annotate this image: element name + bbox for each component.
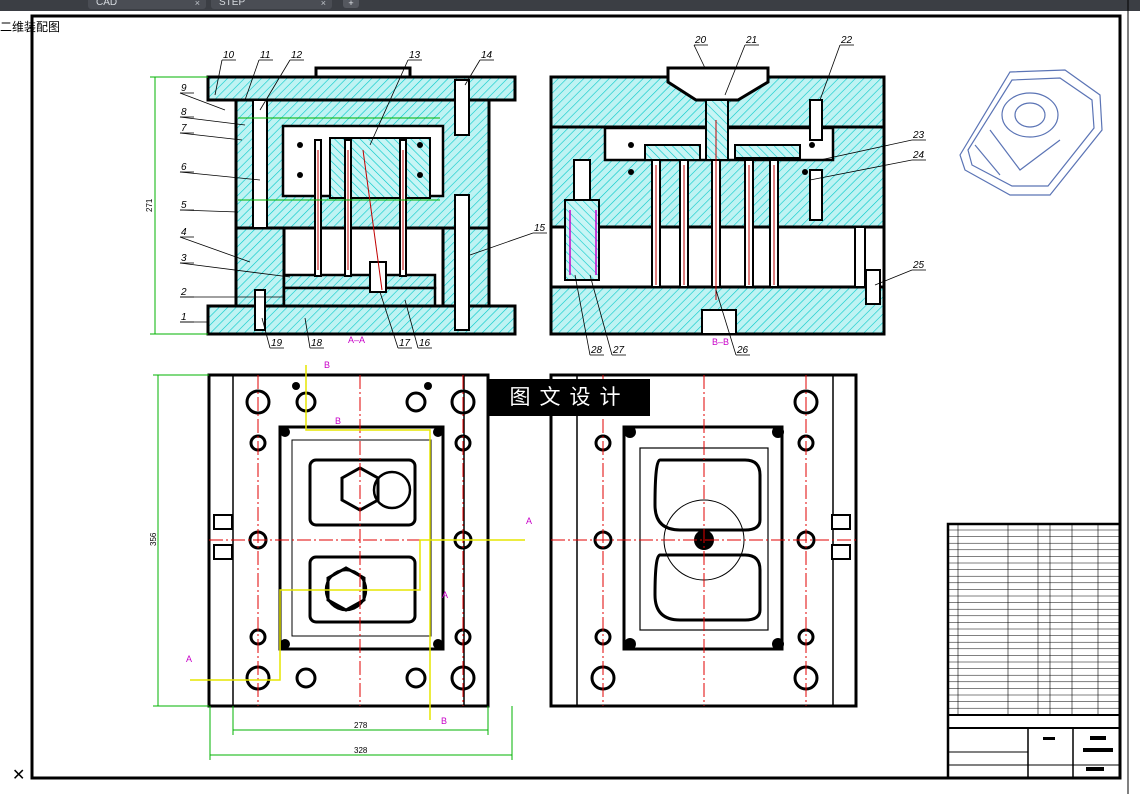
leader-number: 23 <box>912 130 925 141</box>
leader-number: 6 <box>181 162 187 173</box>
view-title: 二维装配图 <box>0 20 61 34</box>
leader-number: 3 <box>181 253 187 264</box>
leader-number: 17 <box>399 338 411 349</box>
leader-2: 2 <box>180 287 285 298</box>
leader-23: 23 <box>819 130 926 161</box>
leader-24: 24 <box>809 150 926 181</box>
leader-number: 25 <box>912 260 925 271</box>
leader-19: 19 <box>261 317 284 349</box>
leader-number: 12 <box>291 50 303 61</box>
leader-number: 14 <box>481 50 493 61</box>
leader-number: 19 <box>271 338 283 349</box>
leader-number: 13 <box>409 50 421 61</box>
leader-13: 13 <box>369 50 422 146</box>
leader-6: 6 <box>179 162 261 181</box>
close-icon[interactable]: × <box>194 0 200 8</box>
leader-number: 21 <box>745 35 757 46</box>
plan-view-left <box>153 365 525 760</box>
leader-number: 7 <box>181 123 187 134</box>
tab-cad-label: CAD <box>96 0 118 8</box>
tab-step[interactable]: STEP × <box>211 0 332 9</box>
tab-cad[interactable]: CAD × <box>88 0 206 9</box>
leader-18: 18 <box>304 317 324 349</box>
section-marker-a: A <box>526 516 532 526</box>
leader-number: 28 <box>590 345 603 356</box>
leader-4: 4 <box>179 227 251 263</box>
leader-27: 27 <box>589 274 626 356</box>
leader-12: 12 <box>259 50 304 111</box>
section-marker-b: B <box>324 360 330 370</box>
dim-width-inner: 278 <box>354 721 368 730</box>
plan-view-right <box>549 373 858 708</box>
dim-width-outer: 328 <box>354 746 368 755</box>
leader-number: 20 <box>694 35 707 46</box>
tab-step-label: STEP <box>219 0 246 8</box>
tab-bar: CAD × STEP × + <box>0 0 1140 11</box>
watermark: 图文设计 <box>489 379 650 416</box>
leader-7: 7 <box>179 123 243 141</box>
leader-17: 17 <box>379 291 412 349</box>
leader-21: 21 <box>724 35 759 96</box>
title-block <box>946 522 1122 780</box>
leader-number: 1 <box>181 312 187 323</box>
leader-number: 9 <box>181 83 187 94</box>
leader-number: 18 <box>311 338 323 349</box>
new-tab-button[interactable]: + <box>343 0 359 8</box>
leader-number: 24 <box>912 150 925 161</box>
leader-3: 3 <box>179 253 291 278</box>
ucs-x-icon: ✕ <box>12 767 26 784</box>
leader-number: 27 <box>612 345 625 356</box>
dim-height-plan: 356 <box>149 532 158 546</box>
leader-8: 8 <box>179 107 246 126</box>
leader-5: 5 <box>179 200 239 213</box>
section-label-bb: B–B <box>712 337 729 347</box>
section-marker-a: A <box>442 590 448 600</box>
leader-11: 11 <box>244 50 273 101</box>
section-a-a-view <box>150 66 517 336</box>
dim-height-front: 271 <box>145 198 154 212</box>
leader-number: 15 <box>534 223 546 234</box>
leader-25: 25 <box>874 260 926 286</box>
section-label-aa: A–A <box>348 335 365 345</box>
leader-number: 2 <box>180 287 187 298</box>
leader-15: 15 <box>469 223 547 256</box>
section-b-b-view <box>549 66 886 336</box>
leader-9: 9 <box>179 83 226 111</box>
leader-22: 22 <box>819 35 854 101</box>
section-marker-b: B <box>441 716 447 726</box>
leader-16: 16 <box>404 299 432 349</box>
leader-20: 20 <box>693 35 708 69</box>
leader-28: 28 <box>574 274 604 356</box>
section-marker-a: A <box>186 654 192 664</box>
leader-number: 26 <box>736 345 749 356</box>
leader-number: 5 <box>181 200 187 211</box>
leader-number: 10 <box>223 50 235 61</box>
leader-number: 4 <box>181 227 187 238</box>
leader-14: 14 <box>464 50 494 86</box>
leader-10: 10 <box>214 50 236 96</box>
leader-1: 1 <box>180 312 208 323</box>
leader-number: 8 <box>181 107 187 118</box>
close-icon[interactable]: × <box>320 0 326 8</box>
leader-26: 26 <box>715 289 750 356</box>
leader-number: 11 <box>260 50 270 61</box>
section-marker-b: B <box>335 416 341 426</box>
leader-number: 22 <box>840 35 853 46</box>
isometric-part-view <box>959 69 1103 196</box>
leader-number: 16 <box>419 338 431 349</box>
